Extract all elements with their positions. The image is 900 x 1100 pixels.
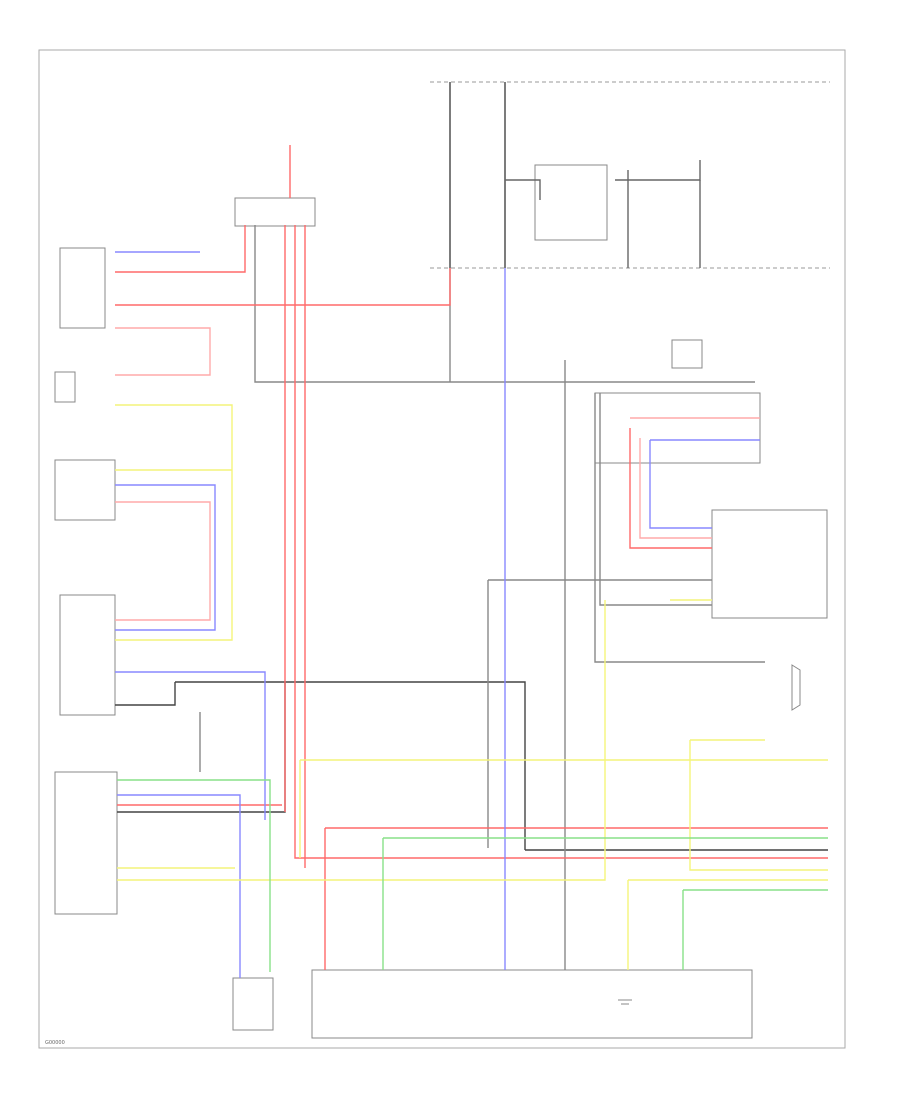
ground-symbol	[618, 999, 632, 1005]
security-unit-box	[54, 771, 118, 915]
diagram-frame	[38, 49, 846, 1049]
bottom-connector-box	[311, 969, 753, 1039]
wire-yellow-1	[115, 404, 233, 641]
wire-pink-1	[115, 327, 211, 376]
wire-black-7	[175, 681, 526, 850]
wire-red-5	[294, 225, 828, 859]
keyless-module-box	[59, 594, 116, 716]
combination-meter-box	[594, 392, 761, 464]
wire-blue-7	[649, 440, 712, 529]
diagram-code: G00000	[45, 1040, 65, 1046]
ground-relay-box	[232, 977, 274, 1031]
wire-yellow-6	[689, 740, 828, 871]
wire-yellow-5	[117, 600, 606, 881]
wire-red-9	[629, 428, 712, 549]
wire-black-9	[115, 682, 176, 706]
fuse-block-box	[234, 197, 316, 227]
wire-gray-2	[594, 393, 765, 663]
wire-pink-2	[115, 501, 211, 621]
horn-icon	[791, 664, 801, 711]
wiper-relay-box	[534, 164, 608, 241]
wire-blue-2	[115, 484, 216, 631]
wire-blue-4	[115, 671, 266, 820]
wire-gray-1	[254, 225, 755, 383]
key-switch-box	[54, 371, 76, 403]
door-lock-switch-box	[59, 247, 106, 329]
wire-black-3	[505, 179, 541, 200]
wire-red-2	[115, 225, 246, 273]
wire-pink-3	[639, 438, 712, 539]
wire-blue-5	[117, 794, 241, 978]
horn-relay-box	[671, 339, 703, 369]
door-ajar-switch-box	[54, 459, 116, 521]
wire-red-3	[115, 268, 451, 306]
door-lock-actuator-box	[711, 509, 828, 619]
wire-gray-3	[599, 393, 712, 606]
wire-green-1	[117, 779, 271, 972]
wire-black-10	[117, 682, 286, 813]
